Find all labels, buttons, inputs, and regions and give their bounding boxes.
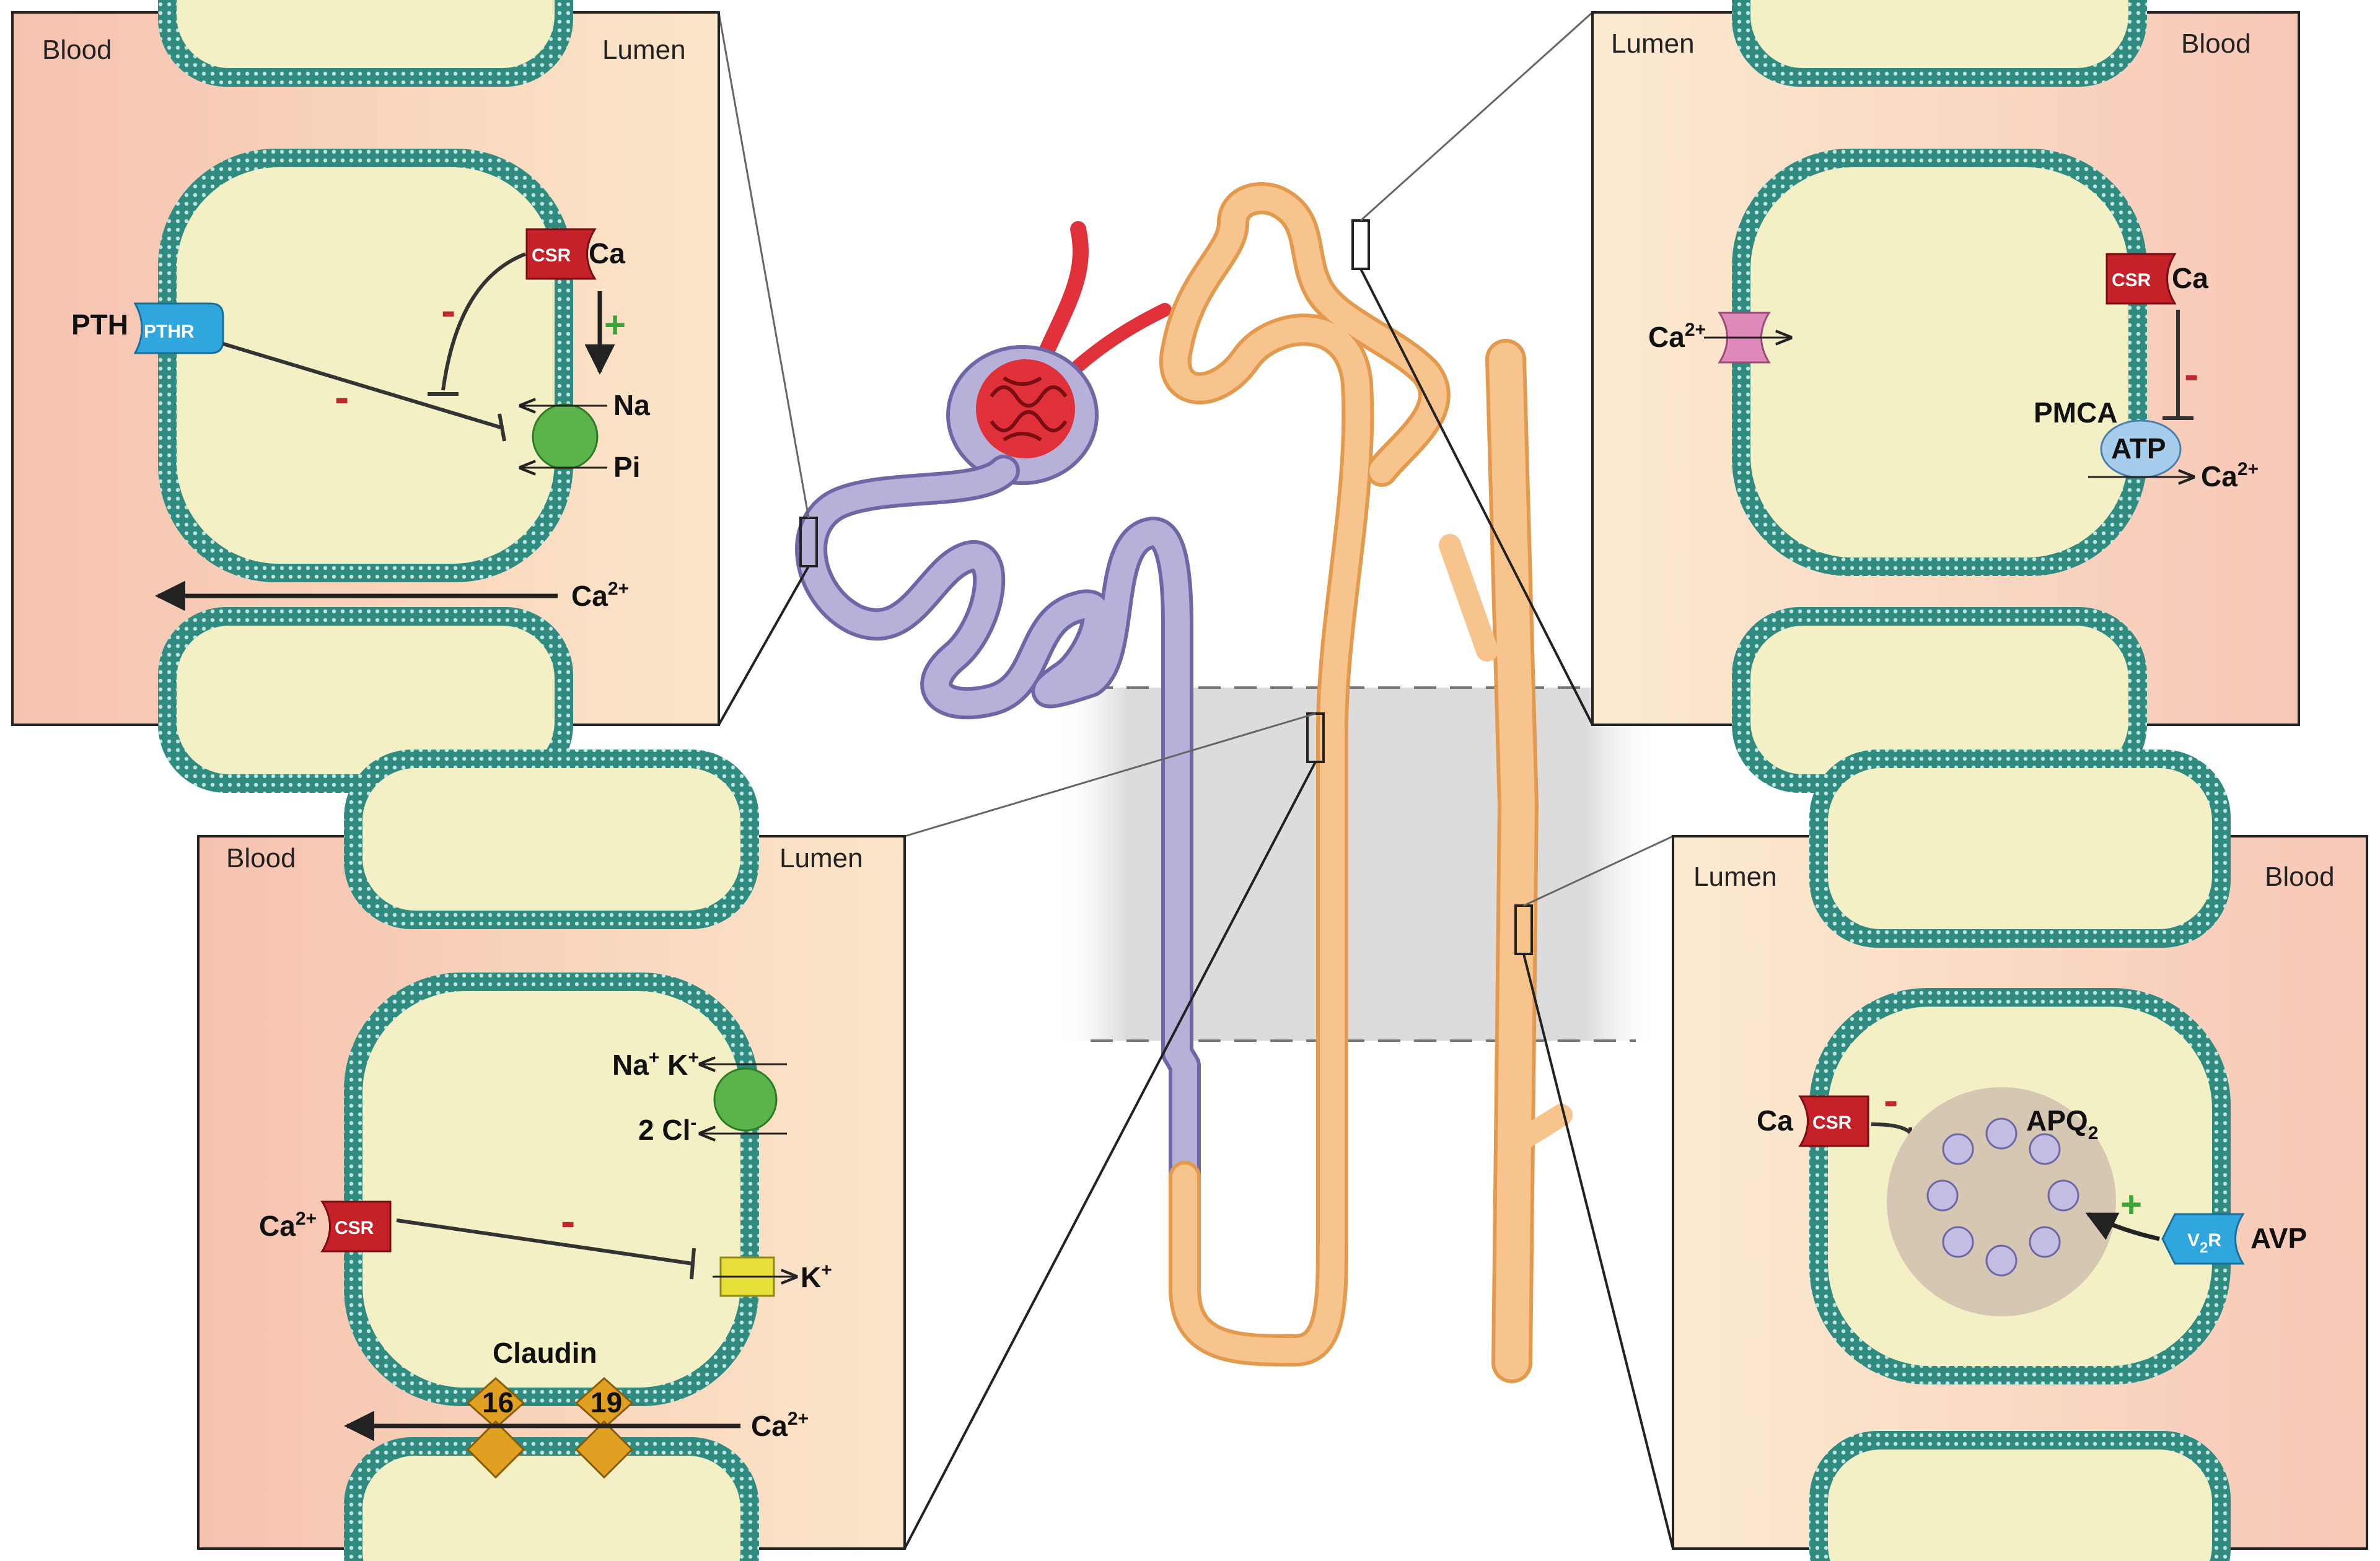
pth-minus-sign: -	[335, 373, 349, 421]
cell-bottom	[1750, 626, 2128, 774]
cotransporter-icon	[532, 403, 599, 470]
pth-label: PTH	[71, 308, 128, 341]
ca2-label: Ca2+	[571, 579, 629, 612]
inhibition-bar	[498, 413, 506, 442]
cell-top	[1750, 0, 2128, 68]
csr-inhibition-line	[396, 1218, 693, 1266]
cell-bottom	[177, 626, 555, 774]
blood-label: Blood	[42, 35, 112, 65]
loop-of-henle	[1162, 186, 1447, 1363]
csr-inhibition-line	[441, 252, 527, 391]
pthr-receptor-icon: PTHR	[133, 302, 224, 354]
cotransporter-icon	[713, 1067, 778, 1132]
zoom-line	[904, 712, 1316, 837]
apq-label: APQ2	[2026, 1104, 2098, 1143]
segment-marker-distal[interactable]	[1351, 219, 1370, 270]
ca-label: Ca	[2172, 262, 2208, 294]
collecting-duct-branch	[1439, 534, 1573, 1157]
na-k-label: Na+ K+	[612, 1047, 699, 1081]
cell-bottom	[362, 1456, 740, 1561]
ca-label: Ca	[1757, 1104, 1793, 1137]
lumen-label: Lumen	[779, 843, 863, 873]
nephron-illustration	[718, 11, 1674, 1549]
pi-label: Pi	[613, 451, 640, 483]
csr-label: CSR	[532, 245, 571, 266]
cell-bottom	[1828, 1450, 2212, 1561]
csr-receptor-icon: CSR	[1798, 1095, 1869, 1147]
panel-distal-tubule: Lumen Blood Ca2+ CSR Ca - PMCA ATP Ca2+	[1591, 0, 2300, 793]
cell-cytoplasm	[177, 167, 555, 564]
panel-thick-ascending-limb: Blood Lumen Na+ K+ 2 Cl- Ca2+ CSR - K+ C…	[197, 750, 906, 1561]
csr-receptor-icon: CSR	[525, 228, 597, 280]
cell-top	[1828, 768, 2212, 929]
ca-in-label: Ca2+	[1648, 320, 1706, 353]
csr-label: CSR	[2112, 270, 2151, 291]
proximal-tubule	[799, 458, 1197, 1189]
cell-cytoplasm	[362, 991, 740, 1388]
ca-out-label: Ca2+	[2201, 459, 2259, 492]
panel-collecting-duct: Lumen Blood Ca CSR - APQ2 V2R AVP	[1672, 750, 2368, 1561]
zoom-line	[1359, 268, 1594, 725]
pthr-label: PTHR	[144, 321, 195, 342]
collecting-duct	[1489, 343, 1535, 1380]
minus-sign: -	[561, 1197, 575, 1245]
pmca-label: PMCA	[2034, 396, 2117, 429]
cell-cytoplasm	[1750, 167, 2128, 558]
v2r-receptor-icon: V2R	[2161, 1213, 2245, 1265]
zoom-line	[903, 761, 1317, 1549]
avp-label: AVP	[2250, 1222, 2307, 1254]
blood-label: Blood	[226, 843, 296, 873]
v2r-label: V2R	[2187, 1230, 2221, 1256]
zoom-line	[1522, 953, 1674, 1549]
zoom-line	[1523, 835, 1674, 907]
blood-label: Blood	[2181, 28, 2251, 59]
plus-sign: +	[2120, 1184, 2142, 1225]
claudin-19-label: 19	[591, 1386, 622, 1419]
csr-label: CSR	[1812, 1113, 1852, 1133]
zoom-line	[718, 566, 810, 725]
k-out-label: K+	[801, 1260, 832, 1293]
zoom-line	[1359, 11, 1594, 222]
csr-receptor-icon: CSR	[2106, 253, 2177, 305]
lumen-label: Lumen	[1693, 862, 1777, 892]
cl-label: 2 Cl-	[638, 1113, 696, 1146]
claudin-label: Claudin	[493, 1337, 597, 1369]
lumen-label: Lumen	[1611, 28, 1695, 59]
zoom-line	[718, 12, 810, 518]
aquaporin-vesicle-icon	[1887, 1087, 2116, 1316]
minus-sign: -	[1884, 1076, 1898, 1124]
csr-receptor-icon: CSR	[320, 1200, 392, 1253]
pth-inhibition-line	[222, 342, 501, 429]
v2r-stimulation-arrow	[2085, 1212, 2160, 1241]
plus-sign: +	[604, 304, 626, 346]
panel-proximal-tubule: Blood Lumen PTH PTHR - CSR Ca - + Na Pi …	[11, 0, 720, 793]
ca-label: Ca2+	[259, 1209, 317, 1242]
ca-label: Ca	[589, 237, 625, 269]
csr-minus-sign: -	[441, 286, 455, 334]
atp-label: ATP	[2111, 432, 2166, 465]
cell-top	[177, 0, 555, 68]
glomerulus-icon	[976, 359, 1075, 458]
blood-label: Blood	[2265, 862, 2335, 892]
ca-para-label: Ca2+	[751, 1409, 809, 1442]
medulla-zone	[1053, 688, 1661, 1041]
lumen-label: Lumen	[602, 35, 686, 65]
minus-sign: -	[2184, 350, 2198, 398]
inhibition-bar	[690, 1248, 696, 1280]
cell-top	[362, 768, 740, 911]
claudin-16-label: 16	[482, 1386, 514, 1419]
csr-label: CSR	[335, 1218, 374, 1238]
na-label: Na	[613, 389, 650, 421]
